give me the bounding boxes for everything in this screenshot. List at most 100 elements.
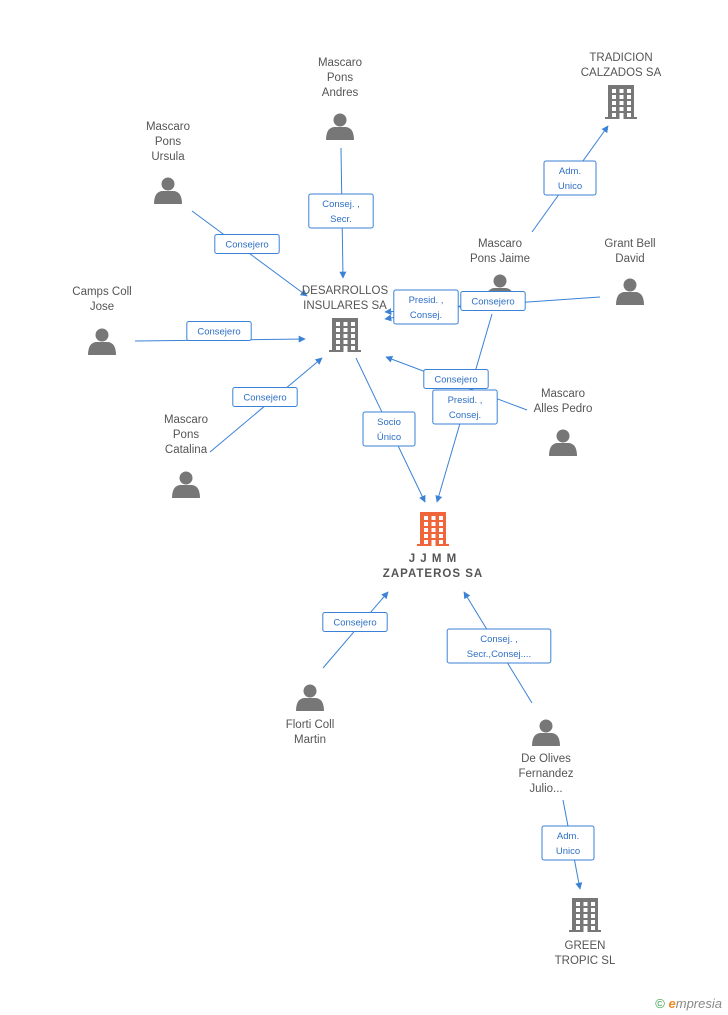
person-icon [326,113,354,140]
node-label: Pons [327,72,353,84]
building-icon [417,512,449,546]
node-label: Mascaro [478,238,522,250]
edge-label-text: Presid. , [448,395,483,406]
node-label: J J M M [409,553,458,565]
copyright-icon: © [655,996,665,1011]
edge-label-text: Consejero [243,393,286,404]
edge-label: Consejero [186,321,252,341]
edge-label-box [541,825,595,861]
edge-label-box [432,389,498,425]
edge-label-text: Unico [558,181,582,192]
edge-label-box [362,411,416,447]
edge-label-box [186,321,252,341]
node-label: Camps Coll [72,286,131,298]
edge-label-text: Consejero [333,618,376,629]
node-label: Fernandez [519,768,574,780]
edge-label-text: Adm. [559,166,581,177]
person-icon [172,471,200,498]
edge-label: Presid. , Consej. [432,389,498,425]
edge-label: Adm. Unico [543,160,597,196]
edge-label-box [308,193,374,229]
edge-label-text: Socio [377,417,401,428]
node-label: Andres [322,87,359,99]
person-icon [88,328,116,355]
edge-label-box [446,628,552,664]
node-label: Mascaro [164,414,208,426]
edge-label: Adm. Unico [541,825,595,861]
edge-label: Consejero [322,612,388,632]
node-label: Mascaro [541,388,585,400]
person-icon [532,719,560,746]
node-label: INSULARES SA [303,300,387,312]
node-label: TROPIC SL [555,955,616,967]
building-icon [329,318,361,352]
edge-label-box [232,387,298,407]
edge-labels-layer: Consej. ,Secr.ConsejeroConsejeroConsejer… [186,160,597,861]
person-icon [296,684,324,711]
edge-label-text: Consej. , [480,634,518,645]
edge-label-text: Consej. , [322,199,360,210]
node-label: Mascaro [318,57,362,69]
node-label: De Olives [521,753,571,765]
edge-label: Consejero [460,291,526,311]
edge-label-text: Consej. [410,310,442,321]
node-label: Jose [90,301,114,313]
edge-label-box [460,291,526,311]
edge-label: Consejero [214,234,280,254]
edge-label-text: Consejero [471,297,514,308]
node-label: Julio... [529,783,562,795]
edge-label-text: Consejero [434,375,477,386]
person-icon [549,429,577,456]
edge-label: Consejero [232,387,298,407]
edge-label-text: Único [377,432,401,443]
edge-label-text: Consej. [449,410,481,421]
edge-label-text: Secr. [330,214,352,225]
edge-label-box [214,234,280,254]
node-label: Martin [294,734,326,746]
node-label: Pons [155,136,181,148]
edge-label-text: Unico [556,846,580,857]
edge-label-text: Presid. , [409,295,444,306]
edge-label-text: Consejero [225,240,268,251]
node-label: Pons [173,429,199,441]
node-label: GREEN [565,940,606,952]
person-icon [154,177,182,204]
edge-label: Consej. , Secr.,Consej.... [446,628,552,664]
edge-label-box [543,160,597,196]
edge-label-box [393,289,459,325]
node-label: Florti Coll [286,719,335,731]
node-label: TRADICION [589,52,652,64]
edge-label-text: Adm. [557,831,579,842]
node-label: David [615,253,644,265]
building-icon [569,898,601,932]
edge-label-text: Secr.,Consej.... [467,649,531,660]
node-tradicion[interactable]: TRADICION CALZADOS SA [581,52,662,119]
edge-label-box [322,612,388,632]
node-label: Mascaro [146,121,190,133]
node-green[interactable]: GREEN TROPIC SL [555,898,616,967]
brand-watermark: © empresia [655,996,722,1011]
node-jjmm[interactable]: J J M M ZAPATEROS SA [383,512,483,580]
brand-name: mpresia [675,996,722,1011]
edge-label-text: Consejero [197,327,240,338]
node-label: Ursula [151,151,185,163]
brand-initial: e [668,996,676,1011]
node-label: CALZADOS SA [581,67,662,79]
node-label: ZAPATEROS SA [383,568,483,580]
edge-label: Presid. , Consej. [393,289,459,325]
building-icon [605,85,637,119]
edge-label-box [423,369,489,389]
node-olives[interactable]: De OlivesFernandezJulio... [519,719,574,796]
edge-label: Consejero [423,369,489,389]
edge-label: Consej. , Secr. [308,193,374,229]
